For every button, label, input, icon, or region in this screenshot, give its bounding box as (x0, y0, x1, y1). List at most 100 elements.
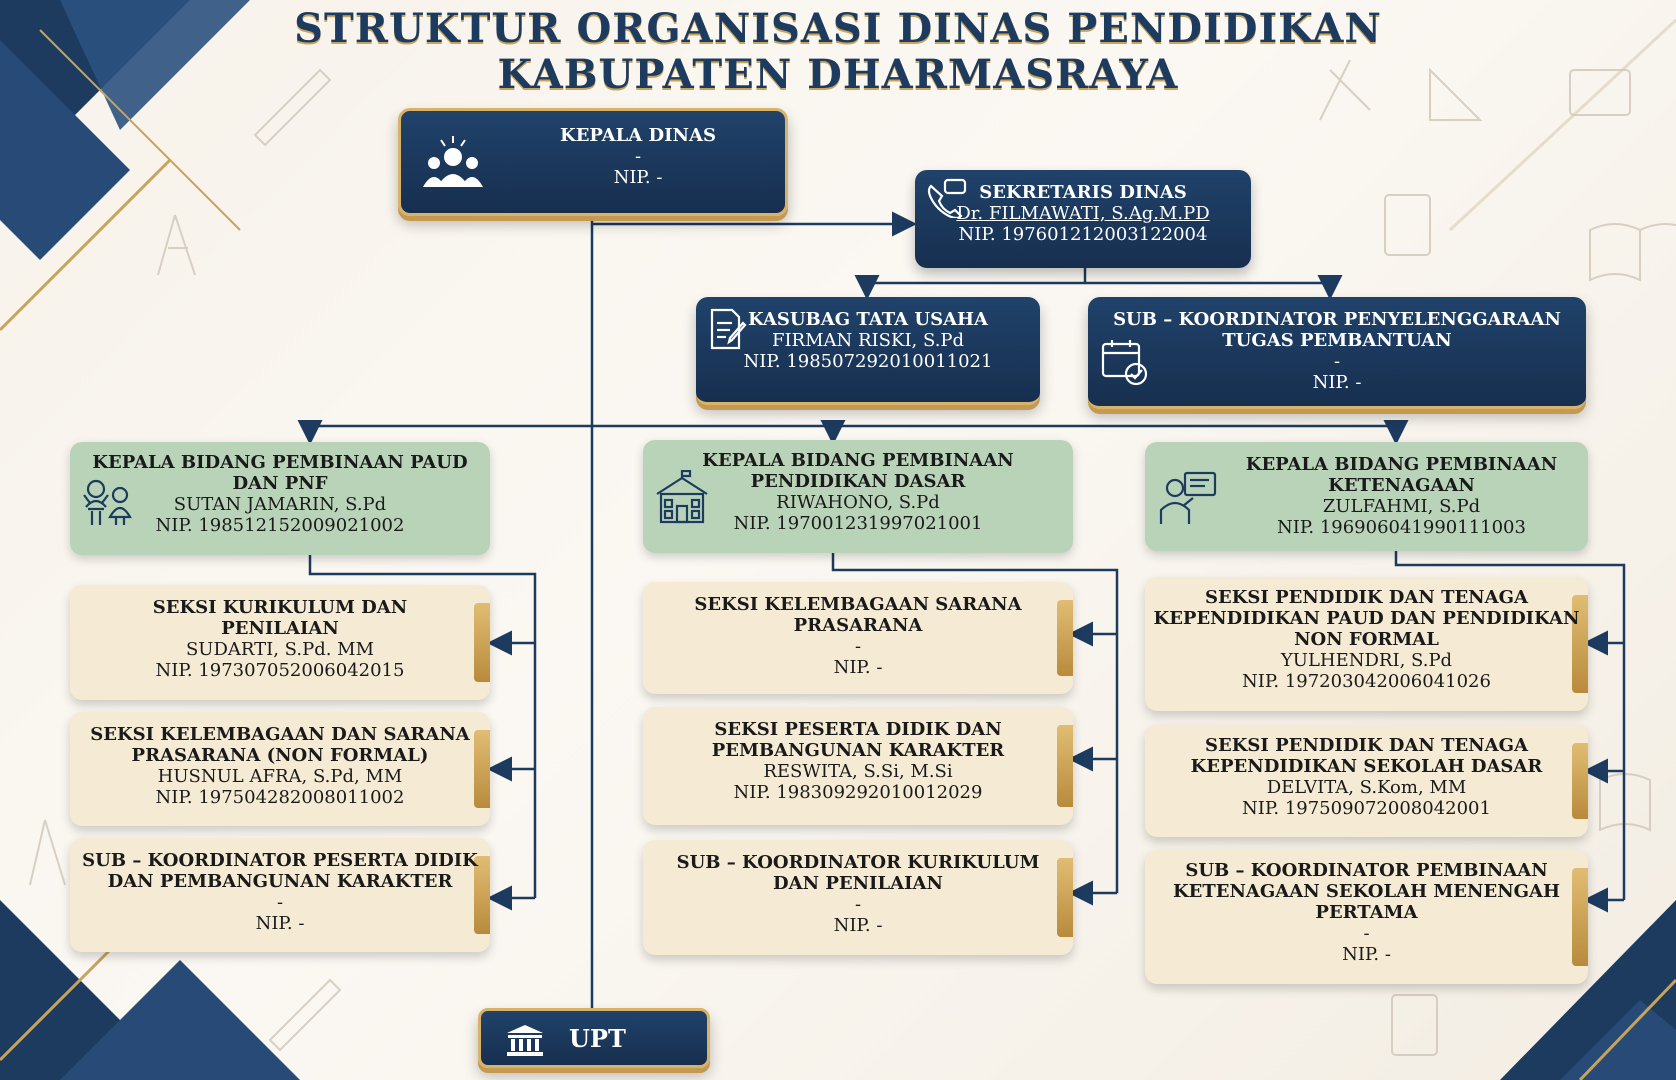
bidang-tenaga-title-1: KEPALA BIDANG PEMBINAAN (1245, 454, 1558, 475)
section-title-1: SEKSI KURIKULUM DAN (152, 597, 408, 618)
gold-tab (1057, 600, 1073, 676)
kasubag-title: KASUBAG TATA USAHA (747, 309, 989, 330)
section-card[interactable]: SEKSI PENDIDIK DAN TENAGA KEPENDIDIKAN S… (1145, 725, 1588, 837)
section-title-1: SEKSI KELEMBAGAAN SARANA (694, 594, 1022, 615)
kasubag-tata-usaha-box[interactable]: KASUBAG TATA USAHA FIRMAN RISKI, S.Pd NI… (696, 297, 1040, 405)
teacher-board-icon (1159, 471, 1217, 524)
section-nip: NIP. - (1342, 944, 1391, 965)
section-title-1: SEKSI PENDIDIK DAN TENAGA (1205, 735, 1528, 756)
section-title-1: SUB – KOORDINATOR KURIKULUM (676, 852, 1040, 873)
calendar-check-icon (1101, 340, 1148, 386)
document-edit-icon (710, 308, 747, 350)
upt-label: UPT (569, 1024, 626, 1053)
bidang-dasar-box[interactable]: KEPALA BIDANG PEMBINAAN PENDIDIKAN DASAR… (643, 440, 1073, 553)
gold-tab (1057, 725, 1073, 807)
section-card[interactable]: SUB – KOORDINATOR PESERTA DIDIK DAN PEMB… (70, 838, 490, 952)
bidang-ketenagaan-box[interactable]: KEPALA BIDANG PEMBINAAN KETENAGAAN ZULFA… (1145, 442, 1588, 551)
bidang-tenaga-nip: NIP. 196906041990111003 (1277, 517, 1526, 538)
section-name: - (854, 894, 862, 915)
section-name: - (1363, 923, 1370, 944)
section-title-2: KETENAGAAN SEKOLAH MENENGAH (1173, 881, 1560, 902)
children-icon (83, 479, 132, 525)
bidang-dasar-name: RIWAHONO, S.Pd (776, 492, 940, 513)
section-nip: NIP. - (833, 915, 883, 936)
section-nip: NIP. - (255, 913, 305, 934)
section-title-2: PRASARANA (793, 615, 923, 636)
section-nip: NIP. 198309292010012029 (733, 782, 983, 803)
title-line-1: STRUKTUR ORGANISASI DINAS PENDIDIKAN (294, 5, 1382, 52)
section-name: - (854, 636, 862, 657)
gold-tab (1572, 868, 1588, 966)
bidang-tenaga-title-2: KETENAGAAN (1328, 475, 1475, 496)
bidang-dasar-title-1: KEPALA BIDANG PEMBINAAN (702, 450, 1014, 471)
section-title-1: SUB – KOORDINATOR PESERTA DIDIK (82, 850, 478, 871)
subkoordinator-tugas-pembantuan-box[interactable]: SUB – KOORDINATOR PENYELENGGARAAN TUGAS … (1088, 297, 1586, 409)
section-card[interactable]: SEKSI PENDIDIK DAN TENAGA KEPENDIDIKAN P… (1145, 577, 1588, 711)
kepala-dinas-nip: NIP. - (613, 167, 663, 188)
section-title-1: SUB – KOORDINATOR PEMBINAAN (1185, 860, 1548, 881)
bidang-paud-title-2: DAN PNF (232, 473, 328, 494)
phone-chat-icon (927, 178, 967, 218)
section-title-2: KEPENDIDIKAN SEKOLAH DASAR (1190, 756, 1543, 777)
bidang-dasar-nip: NIP. 197001231997021001 (733, 513, 983, 534)
section-nip: NIP. 197509072008042001 (1242, 798, 1491, 819)
section-title-2: PRASARANA (NON FORMAL) (131, 745, 429, 766)
section-title-1: SEKSI PENDIDIK DAN TENAGA (1205, 587, 1528, 608)
kepala-dinas-name: - (634, 146, 642, 167)
bidang-paud-box[interactable]: KEPALA BIDANG PEMBINAAN PAUD DAN PNF SUT… (70, 442, 490, 555)
bidang-paud-nip: NIP. 198512152009021002 (155, 515, 405, 536)
subkoor-tp-title-2: TUGAS PEMBANTUAN (1222, 330, 1452, 351)
section-title-2: PEMBANGUNAN KARAKTER (711, 740, 1005, 761)
section-title-2: PENILAIAN (221, 618, 339, 639)
section-name: YULHENDRI, S.Pd (1280, 650, 1453, 671)
gold-tab (474, 856, 490, 934)
kepala-dinas-box[interactable]: KEPALA DINAS - NIP. - (398, 108, 788, 216)
section-card[interactable]: SEKSI KURIKULUM DAN PENILAIAN SUDARTI, S… (70, 585, 490, 700)
section-nip: NIP. - (833, 657, 883, 678)
gold-tab (1572, 743, 1588, 819)
sekretaris-dinas-box[interactable]: SEKRETARIS DINAS Dr. FILMAWATI, S.Ag.M.P… (915, 170, 1251, 268)
section-nip: NIP. 197203042006041026 (1242, 671, 1491, 692)
school-building-icon (656, 470, 708, 524)
gold-tab (1057, 858, 1073, 937)
section-card[interactable]: SEKSI KELEMBAGAAN DAN SARANA PRASARANA (… (70, 712, 490, 826)
page-title: STRUKTUR ORGANISASI DINAS PENDIDIKAN KAB… (0, 6, 1676, 98)
sekretaris-name: Dr. FILMAWATI, S.Ag.M.PD (956, 203, 1210, 224)
subkoor-tp-nip: NIP. - (1312, 372, 1362, 393)
upt-box[interactable]: UPT (478, 1008, 710, 1068)
bidang-tenaga-name: ZULFAHMI, S.Pd (1322, 496, 1481, 517)
section-card[interactable]: SUB – KOORDINATOR PEMBINAAN KETENAGAAN S… (1145, 850, 1588, 984)
section-name: DELVITA, S.Kom, MM (1266, 777, 1467, 798)
section-name: HUSNUL AFRA, S.Pd, MM (157, 766, 403, 787)
bidang-dasar-title-2: PENDIDIKAN DASAR (750, 471, 966, 492)
section-name: RESWITA, S.Si, M.Si (763, 761, 953, 782)
section-nip: NIP. 197504282008011002 (155, 787, 405, 808)
section-title-2: KEPENDIDIKAN PAUD DAN PENDIDIKAN (1153, 608, 1580, 629)
government-building-icon (507, 1025, 543, 1056)
sekretaris-nip: NIP. 197601212003122004 (958, 224, 1208, 245)
section-title-1: SEKSI KELEMBAGAAN DAN SARANA (90, 724, 470, 745)
section-title-2: DAN PEMBANGUNAN KARAKTER (107, 871, 453, 892)
gold-tab (474, 730, 490, 808)
title-line-2: KABUPATEN DHARMASRAYA (497, 51, 1179, 98)
subkoor-tp-title-1: SUB – KOORDINATOR PENYELENGGARAAN (1113, 309, 1561, 330)
section-card[interactable]: SEKSI PESERTA DIDIK DAN PEMBANGUNAN KARA… (643, 707, 1073, 825)
kasubag-name: FIRMAN RISKI, S.Pd (771, 330, 965, 351)
gold-tab (474, 603, 490, 682)
section-card[interactable]: SEKSI KELEMBAGAAN SARANA PRASARANA - NIP… (643, 582, 1073, 694)
section-name: - (276, 892, 284, 913)
bidang-paud-title-1: KEPALA BIDANG PEMBINAAN PAUD (92, 452, 468, 473)
gold-tab (1572, 595, 1588, 693)
section-card[interactable]: SUB – KOORDINATOR KURIKULUM DAN PENILAIA… (643, 840, 1073, 955)
kepala-dinas-title: KEPALA DINAS (560, 125, 716, 146)
team-leader-icon (423, 136, 483, 187)
sekretaris-title: SEKRETARIS DINAS (979, 182, 1187, 203)
section-title-3: PERTAMA (1315, 902, 1418, 923)
bidang-paud-name: SUTAN JAMARIN, S.Pd (173, 494, 387, 515)
section-name: SUDARTI, S.Pd. MM (185, 639, 375, 660)
section-nip: NIP. 197307052006042015 (155, 660, 405, 681)
section-title-2: DAN PENILAIAN (773, 873, 943, 894)
subkoor-tp-name: - (1333, 351, 1341, 372)
section-title-3: NON FORMAL (1294, 629, 1439, 650)
